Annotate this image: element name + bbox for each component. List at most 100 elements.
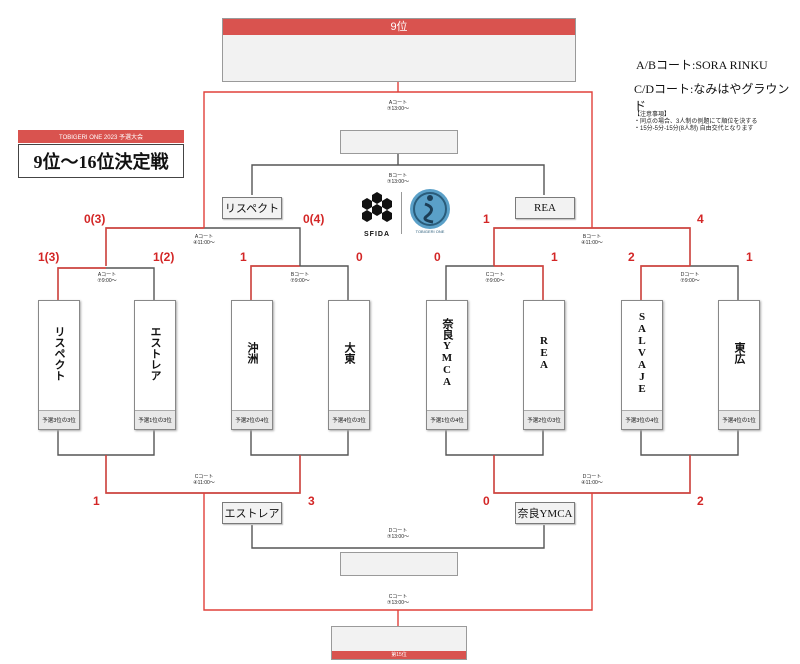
notes-line-2: ・15分-5分-15分(8人制) 自由交代となります [634,126,754,132]
winner-box-semi-left: リスペクト [222,197,282,219]
match-time: ⑦13:00〜 [387,179,409,185]
match-info: Dコート ④11:00〜 [577,474,607,486]
match-court: Bコート [388,173,408,179]
team-card: リスペクト 予選3位の3位 [38,300,80,430]
match-info: Dコート ⑦9:00〜 [675,272,705,284]
score-label: 0(4) [303,212,325,226]
ninth-place-label: 9位 [223,19,575,35]
team-seed: 予選4位の3位 [329,410,369,429]
match-time: ⑦13:00〜 [387,600,409,606]
team-name: 大東 [343,342,355,364]
fifteenth-place-box: 第15位 [331,626,467,660]
match-info: Dコート ⑦13:00〜 [383,528,413,540]
team-seed: 予選4位の1位 [719,410,759,429]
team-seed: 予選1位の4位 [427,410,467,429]
match-info: Bコート ⑦13:00〜 [383,173,413,185]
team-card: 奈良YMCA 予選1位の4位 [426,300,468,430]
page-title: 9位〜16位決定戦 [18,144,184,178]
ninth-place-box: 9位 [222,18,576,82]
match-court: Cコート [194,474,214,480]
team-seed: 予選1位の3位 [135,410,175,429]
team-card: SALVAJE 予選3位の4位 [621,300,663,430]
fifteenth-place-label: 第15位 [332,651,466,659]
notes-title: 【注意事項】 [634,112,671,118]
winner-box-lower-right: 奈良YMCA [515,502,575,524]
match-court: Dコート [388,528,408,534]
score-label: 1 [551,250,558,264]
match-time: ⑦13:00〜 [387,534,409,540]
match-info: Aコート ⑦9:00〜 [92,272,122,284]
team-name: 沖洲 [246,342,258,364]
match-info: Cコート ⑦13:00〜 [383,594,413,606]
match-court: Aコート [388,100,408,106]
winner-box-lower-left: エストレア [222,502,282,524]
tobigeri-logo: TOBIGERI ONE [405,186,455,236]
team-name: リスペクト [53,325,65,381]
court-cd-info: C/Dコート:なみはやグラウンド [634,82,790,113]
score-label: 3 [308,494,315,508]
match-info: Bコート ④11:00〜 [577,234,607,246]
score-label: 1(3) [38,250,60,264]
team-seed: 予選3位の4位 [622,410,662,429]
sfida-logo: SFIDA [355,190,399,238]
event-tag: TOBIGERI ONE 2023 予選大会 [18,130,184,143]
team-seed: 予選2位の3位 [524,410,564,429]
score-label: 2 [628,250,635,264]
notes-block: 【注意事項】 ・同点の場合、3人制の例題にて順位を決する ・15分-5分-15分… [634,112,757,133]
team-card: エストレア 予選1位の3位 [134,300,176,430]
team-card: 東広 予選4位の1位 [718,300,760,430]
event-title-block: TOBIGERI ONE 2023 予選大会 9位〜16位決定戦 [18,130,184,178]
score-label: 1 [240,250,247,264]
match-court: Bコート [290,272,310,278]
match-court: Aコート [194,234,214,240]
score-label: 1 [93,494,100,508]
team-seed: 予選2位の4位 [232,410,272,429]
match-time: ⑦9:00〜 [290,278,310,284]
match-info: Aコート ④11:00〜 [189,234,219,246]
match-info: Bコート ⑦9:00〜 [285,272,315,284]
match-court: Dコート [582,474,602,480]
team-card: REA 予選2位の3位 [523,300,565,430]
eleventh-place-box [340,130,458,154]
match-time: ⑦9:00〜 [485,278,505,284]
sfida-logo-text: SFIDA [364,231,390,238]
team-name: SALVAJE [636,311,648,395]
score-label: 0 [356,250,363,264]
score-label: 4 [697,212,704,226]
score-label: 1 [746,250,753,264]
score-label: 0 [434,250,441,264]
team-card: 沖洲 予選2位の4位 [231,300,273,430]
team-card: 大東 予選4位の3位 [328,300,370,430]
team-name: REA [538,335,550,371]
match-court: Dコート [680,272,700,278]
winner-box-semi-right: REA [515,197,575,219]
match-time: ⑦9:00〜 [97,278,117,284]
tobigeri-logo-text: TOBIGERI ONE [415,229,445,234]
match-info: Aコート ⑦13:00〜 [383,100,413,112]
match-time: ④11:00〜 [193,240,215,246]
match-court: Cコート [388,594,408,600]
team-name: 奈良YMCA [441,318,453,388]
match-time: ⑦13:00〜 [387,106,409,112]
score-label: 1(2) [153,250,175,264]
score-label: 1 [483,212,490,226]
match-time: ⑦9:00〜 [680,278,700,284]
score-label: 0(3) [84,212,106,226]
logo-divider [401,192,402,234]
match-time: ④11:00〜 [581,240,603,246]
match-info: Cコート ④11:00〜 [189,474,219,486]
match-court: Bコート [582,234,602,240]
team-name: エストレア [149,325,161,381]
team-seed: 予選3位の3位 [39,410,79,429]
match-court: Cコート [485,272,505,278]
score-label: 0 [483,494,490,508]
score-label: 2 [697,494,704,508]
court-ab-info: A/Bコート:SORA RINKU [636,58,768,72]
notes-line-1: ・同点の場合、3人制の例題にて順位を決する [634,119,758,125]
thirteenth-place-box [340,552,458,576]
match-time: ④11:00〜 [581,480,603,486]
match-court: Aコート [97,272,117,278]
match-time: ④11:00〜 [193,480,215,486]
team-name: 東広 [733,342,745,364]
